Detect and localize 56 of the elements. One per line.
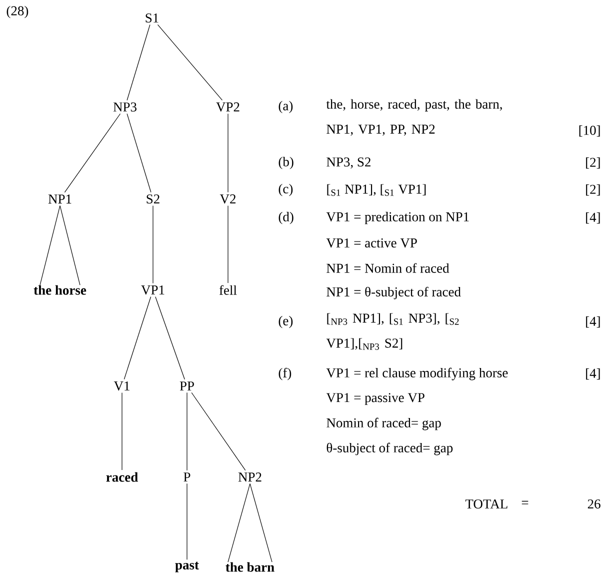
equals-sign: = <box>522 500 528 504</box>
answer-text: VP1 = rel clause modifying horse <box>326 368 508 380</box>
score: [4] <box>586 316 600 328</box>
tree-branch <box>186 392 188 471</box>
answer-text: Nomin of raced= gap <box>326 418 441 430</box>
triangle-branch <box>228 483 272 562</box>
category-label: VP2 <box>216 102 240 112</box>
leaf-word: past <box>175 562 199 572</box>
item-letter: (f) <box>278 368 292 380</box>
tree-branch <box>126 24 150 101</box>
category-label: V1 <box>114 381 130 391</box>
answer-text: VP1 = active VP <box>326 238 417 248</box>
answer-text: VP1 = passive VP <box>326 393 424 405</box>
category-label: NP2 <box>238 472 262 482</box>
leaf-word: the horse <box>34 285 86 295</box>
item-letter: (c) <box>278 184 293 196</box>
leaf-word: the barn <box>226 562 274 572</box>
example-number: (28) <box>6 6 28 18</box>
category-label: P <box>184 472 190 482</box>
leaf-word: fell <box>219 285 237 295</box>
tree-branch <box>155 296 185 380</box>
score: [2] <box>586 157 600 169</box>
answer-text: [$_{S1}$ NP1], [$_{S1}$ VP1] <box>327 184 426 196</box>
score: [4] <box>586 368 600 380</box>
answer-text: VP1 = predication on NP1 <box>326 212 469 224</box>
triangle-branch <box>40 205 80 286</box>
score: [4] <box>586 212 600 224</box>
total-label: TOTAL <box>465 499 508 509</box>
category-label: NP3 <box>113 102 136 112</box>
tree-branch <box>124 296 152 380</box>
tree-branch <box>191 392 246 471</box>
score: [2] <box>586 184 600 196</box>
item-letter: (e) <box>278 316 293 328</box>
item-letter: (b) <box>278 156 294 170</box>
category-label: NP1 <box>48 194 72 204</box>
tree-branch <box>186 483 188 560</box>
item-letter: (a) <box>278 100 293 114</box>
answer-text: NP1 = θ-subject of raced <box>326 286 461 300</box>
tree-branch <box>126 113 152 193</box>
answer-text: the, horse, raced, past, the barn, NP1, VP1, PP, NP2 <box>326 99 502 136</box>
item-letter: (d) <box>278 212 294 224</box>
leaf-word: raced <box>106 472 138 482</box>
category-label: VP1 <box>141 285 164 295</box>
answer-text: θ-subject of raced= gap <box>326 442 453 456</box>
answer-text: [$_{NP3}$ NP1], [$_{S1}$ NP3], [$_{S2}$ VP1],[$_{NP3}$ S2] <box>326 313 459 350</box>
tree-branch <box>152 205 154 284</box>
total-score: 26 <box>588 499 600 509</box>
answer-text: NP1 = Nomin of raced <box>326 263 450 273</box>
category-label: V2 <box>220 194 236 204</box>
score: [10] <box>579 125 600 137</box>
tree-branch <box>64 113 121 193</box>
tree-branch <box>157 24 223 101</box>
category-label: S1 <box>146 13 158 23</box>
answer-text: NP3, S2 <box>326 158 370 168</box>
category-label: PP <box>180 382 194 390</box>
category-label: S2 <box>146 194 160 204</box>
